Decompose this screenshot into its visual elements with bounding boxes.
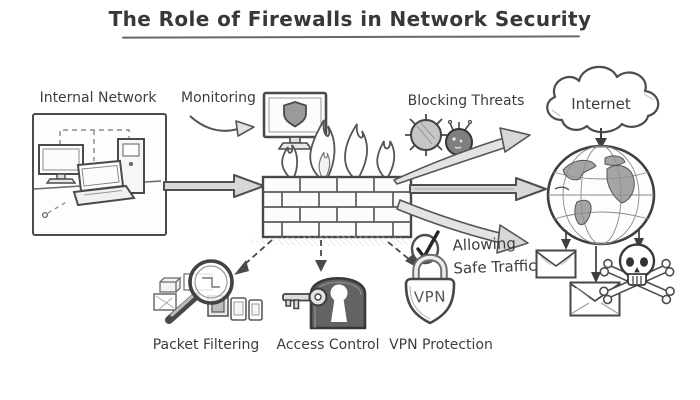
firewall-brick-wall bbox=[261, 175, 413, 239]
dashed-arrow-to-access-control bbox=[315, 240, 327, 272]
flames-icon bbox=[281, 119, 396, 178]
internet-cloud-icon bbox=[546, 65, 660, 134]
monitoring-label: Monitoring bbox=[181, 90, 256, 106]
bomb-icon bbox=[445, 119, 473, 156]
page-title: The Role of Firewalls in Network Securit… bbox=[108, 7, 592, 31]
virus-icon bbox=[405, 114, 447, 156]
packet-filtering-magnifier-icon bbox=[153, 259, 263, 324]
arrow-globe-to-mail2 bbox=[591, 246, 601, 283]
arrow-firewall-to-internet bbox=[409, 177, 547, 201]
arrow-internal-to-firewall bbox=[163, 174, 265, 198]
malware-virus-icons bbox=[405, 114, 473, 156]
internet-label: Internet bbox=[571, 95, 631, 113]
arrow-cloud-to-globe bbox=[595, 128, 607, 149]
arrow-firewall-deflect-up bbox=[393, 127, 531, 185]
title-underline bbox=[121, 35, 581, 39]
monitoring-pointer-arrow bbox=[189, 115, 255, 137]
internal-network-devices-icon bbox=[33, 129, 162, 219]
allowing-line2: Safe Traffic bbox=[453, 256, 537, 278]
dashed-arrow-to-packet-filtering bbox=[234, 239, 273, 275]
internal-network-label: Internal Network bbox=[39, 90, 157, 106]
allowing-safe-traffic-label: Allowing Safe Traffic bbox=[452, 232, 537, 281]
key-icon bbox=[282, 287, 328, 310]
arrow-firewall-allow-down bbox=[396, 199, 529, 254]
access-control-label: Access Control bbox=[276, 337, 380, 353]
arrow-globe-to-mail1 bbox=[561, 230, 571, 250]
blocking-threats-label: Blocking Threats bbox=[407, 93, 525, 109]
vpn-protection-label: VPN Protection bbox=[389, 337, 493, 353]
monitor-shield-icon bbox=[262, 91, 328, 150]
access-control-lock-key-icon bbox=[282, 276, 367, 330]
vpn-padlock-icon bbox=[404, 253, 456, 325]
laptop-icon bbox=[72, 159, 136, 207]
desktop-monitor-icon bbox=[38, 144, 84, 184]
envelope-icon bbox=[535, 249, 577, 279]
vpn-badge-text: VPN bbox=[413, 287, 447, 307]
firewall-ground-shadow bbox=[250, 236, 430, 246]
skull-crossbones-icon bbox=[599, 243, 675, 305]
packet-filtering-label: Packet Filtering bbox=[152, 337, 260, 353]
globe-icon bbox=[546, 144, 656, 246]
internal-network-box bbox=[32, 113, 167, 236]
magnifying-glass-icon bbox=[165, 259, 234, 324]
allowing-line1: Allowing bbox=[452, 234, 517, 255]
